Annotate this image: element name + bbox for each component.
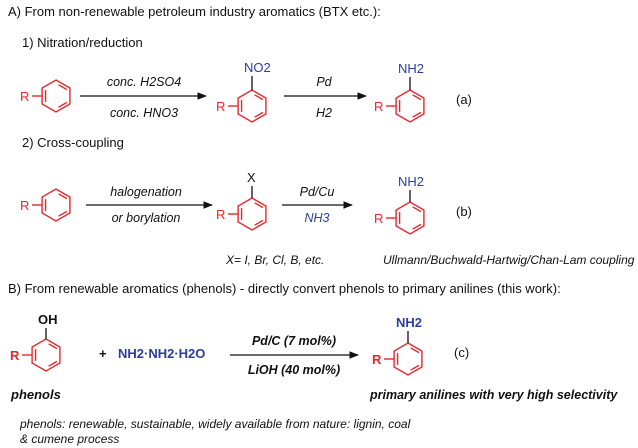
phenols-footnote-line2: & cumene process bbox=[20, 432, 119, 446]
coupling-methods-note: Ullmann/Buchwald-Hartwig/Chan-Lam coupli… bbox=[383, 253, 635, 267]
amine-group-label: NH2 bbox=[398, 174, 424, 189]
r-group-label: R bbox=[372, 352, 382, 367]
r-group-label: R bbox=[374, 99, 383, 114]
r-group-label: R bbox=[10, 348, 20, 363]
step1-reagent-below: or borylation bbox=[112, 211, 181, 225]
reaction-tag-c: (c) bbox=[454, 345, 469, 360]
nitro-group-label: NO2 bbox=[244, 60, 271, 75]
step2-reagent-below: H2 bbox=[316, 106, 332, 120]
phenol-molecule: OH R bbox=[10, 312, 61, 372]
amine-group-label: NH2 bbox=[396, 315, 422, 330]
plus-sign: + bbox=[99, 346, 107, 361]
r-group-label: R bbox=[20, 89, 29, 104]
x-definition-note: X= I, Br, Cl, B, etc. bbox=[225, 253, 324, 267]
hydroxyl-group-label: OH bbox=[38, 312, 58, 327]
step1-reagent-above: conc. H2SO4 bbox=[107, 75, 181, 89]
aniline-product-a: NH2 R bbox=[374, 61, 425, 123]
route2-heading: 2) Cross-coupling bbox=[22, 135, 124, 150]
reaction-tag-b: (b) bbox=[456, 204, 472, 219]
r-group-label: R bbox=[374, 211, 383, 226]
reaction-tag-a: (a) bbox=[456, 92, 472, 107]
base-condition-below: LiOH (40 mol%) bbox=[248, 363, 340, 377]
hydrazine-hydrate-label: NH2·NH2·H2O bbox=[118, 346, 205, 361]
r-group-label: R bbox=[216, 207, 225, 222]
x-substituent-label: X bbox=[247, 170, 256, 185]
r-group-label: R bbox=[216, 99, 225, 114]
phenols-label: phenols bbox=[10, 387, 61, 402]
product-description: primary anilines with very high selectiv… bbox=[369, 388, 618, 402]
catalyst-condition-above: Pd/C (7 mol%) bbox=[252, 334, 336, 348]
section-b-title: B) From renewable aromatics (phenols) - … bbox=[8, 281, 561, 296]
reaction-c-arrow: Pd/C (7 mol%) LiOH (40 mol%) bbox=[230, 334, 359, 377]
route1-start-molecule: R bbox=[20, 79, 71, 113]
step2-catalyst-above: Pd/Cu bbox=[300, 185, 335, 199]
step1-reagent-below: conc. HNO3 bbox=[110, 106, 178, 120]
route2-step1-arrow: halogenation or borylation bbox=[86, 185, 213, 225]
step1-reagent-above: halogenation bbox=[110, 185, 182, 199]
nitro-arene-molecule: NO2 R bbox=[216, 60, 271, 123]
route1-step2-arrow: Pd H2 bbox=[284, 75, 367, 120]
aniline-product-b: NH2 R bbox=[374, 174, 425, 235]
route1-heading: 1) Nitration/reduction bbox=[22, 35, 143, 50]
route2-step2-arrow: Pd/Cu NH3 bbox=[282, 185, 353, 225]
step2-catalyst-above: Pd bbox=[316, 75, 332, 89]
step2-reagent-below: NH3 bbox=[304, 211, 329, 225]
route1-step1-arrow: conc. H2SO4 conc. HNO3 bbox=[80, 75, 207, 120]
aryl-halide-molecule: X R bbox=[216, 170, 267, 231]
amine-group-label: NH2 bbox=[398, 61, 424, 76]
aniline-product-c: NH2 R bbox=[372, 315, 423, 376]
phenols-footnote-line1: phenols: renewable, sustainable, widely … bbox=[19, 417, 411, 431]
route2-start-molecule: R bbox=[20, 188, 71, 222]
r-group-label: R bbox=[20, 198, 29, 213]
section-a-title: A) From non-renewable petroleum industry… bbox=[8, 4, 381, 19]
